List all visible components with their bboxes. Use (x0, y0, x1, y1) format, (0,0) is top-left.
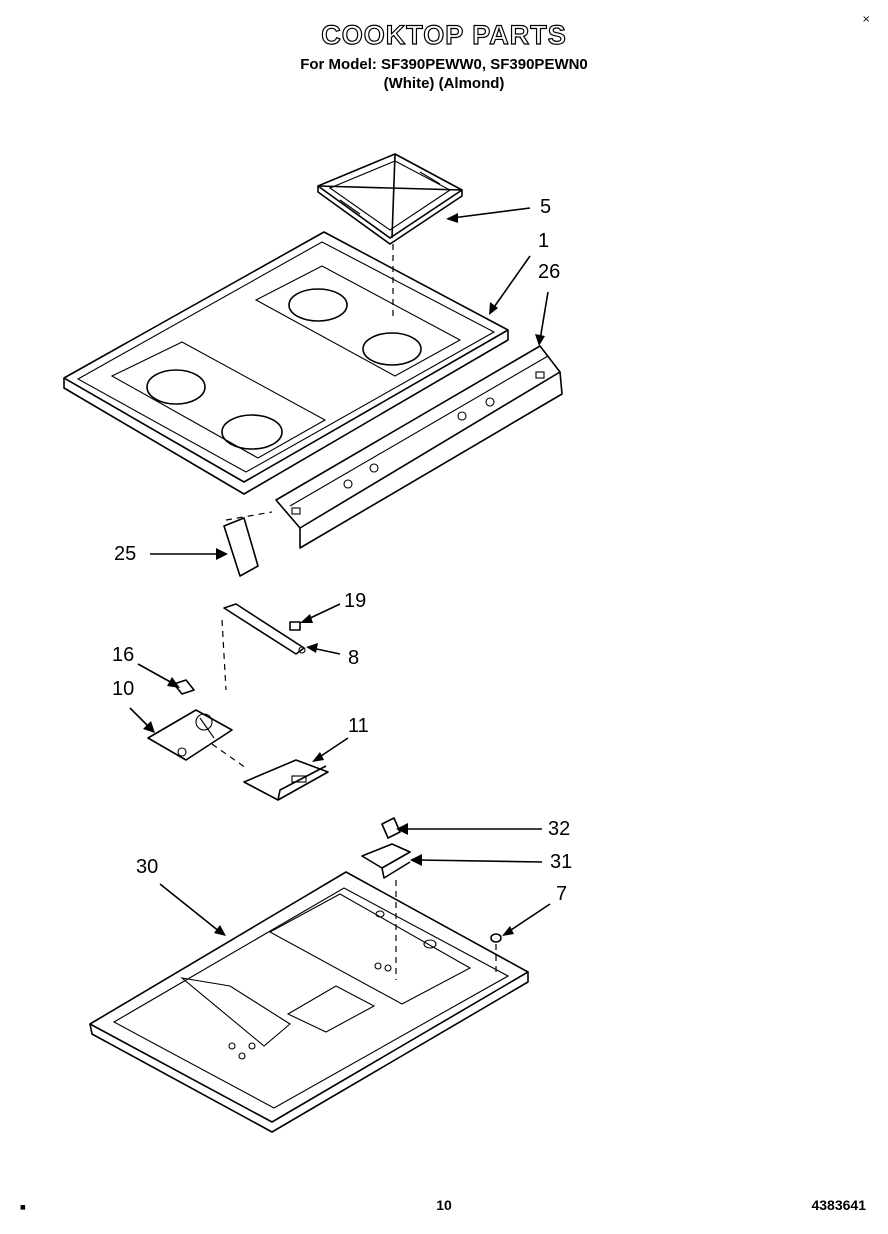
model-line: For Model: SF390PEWW0, SF390PEWN0 (300, 56, 588, 73)
bracket-parts-31-32 (361, 817, 411, 980)
color-line: (White) (Almond) (383, 75, 505, 92)
callout-1: 1 (538, 230, 550, 252)
callout-11: 11 (348, 715, 369, 737)
callout-30: 30 (136, 856, 159, 878)
callout-7: 7 (556, 883, 568, 905)
knob-part-25 (223, 517, 259, 577)
screw-part-7 (490, 933, 502, 943)
grate-part-5 (317, 153, 463, 245)
callout-10: 10 (112, 678, 135, 700)
callout-5: 5 (540, 196, 552, 218)
callout-32: 32 (548, 818, 571, 840)
cooktop-part-1 (63, 231, 509, 495)
callout-8: 8 (348, 647, 360, 669)
clip-part-16 (173, 679, 195, 695)
burner-valve-parts (223, 603, 306, 655)
valve-part-10 (147, 709, 247, 769)
corner-mark: × (862, 14, 871, 25)
callout-25: 25 (114, 543, 137, 565)
corner-mark-bottom: ■ (20, 1204, 26, 1211)
bracket-part-11 (243, 759, 329, 801)
callout-19: 19 (344, 590, 367, 612)
document-number: 4383641 (811, 1197, 866, 1213)
manifold-panel-part-26 (275, 345, 563, 549)
page-title: COOKTOP PARTS (321, 19, 567, 50)
callout-26: 26 (538, 261, 561, 283)
callout-16: 16 (112, 644, 135, 666)
callout-31: 31 (550, 851, 573, 873)
callout-arrows (129, 207, 551, 936)
page-number: 10 (436, 1197, 452, 1213)
burner-box-part-30 (89, 871, 529, 1133)
